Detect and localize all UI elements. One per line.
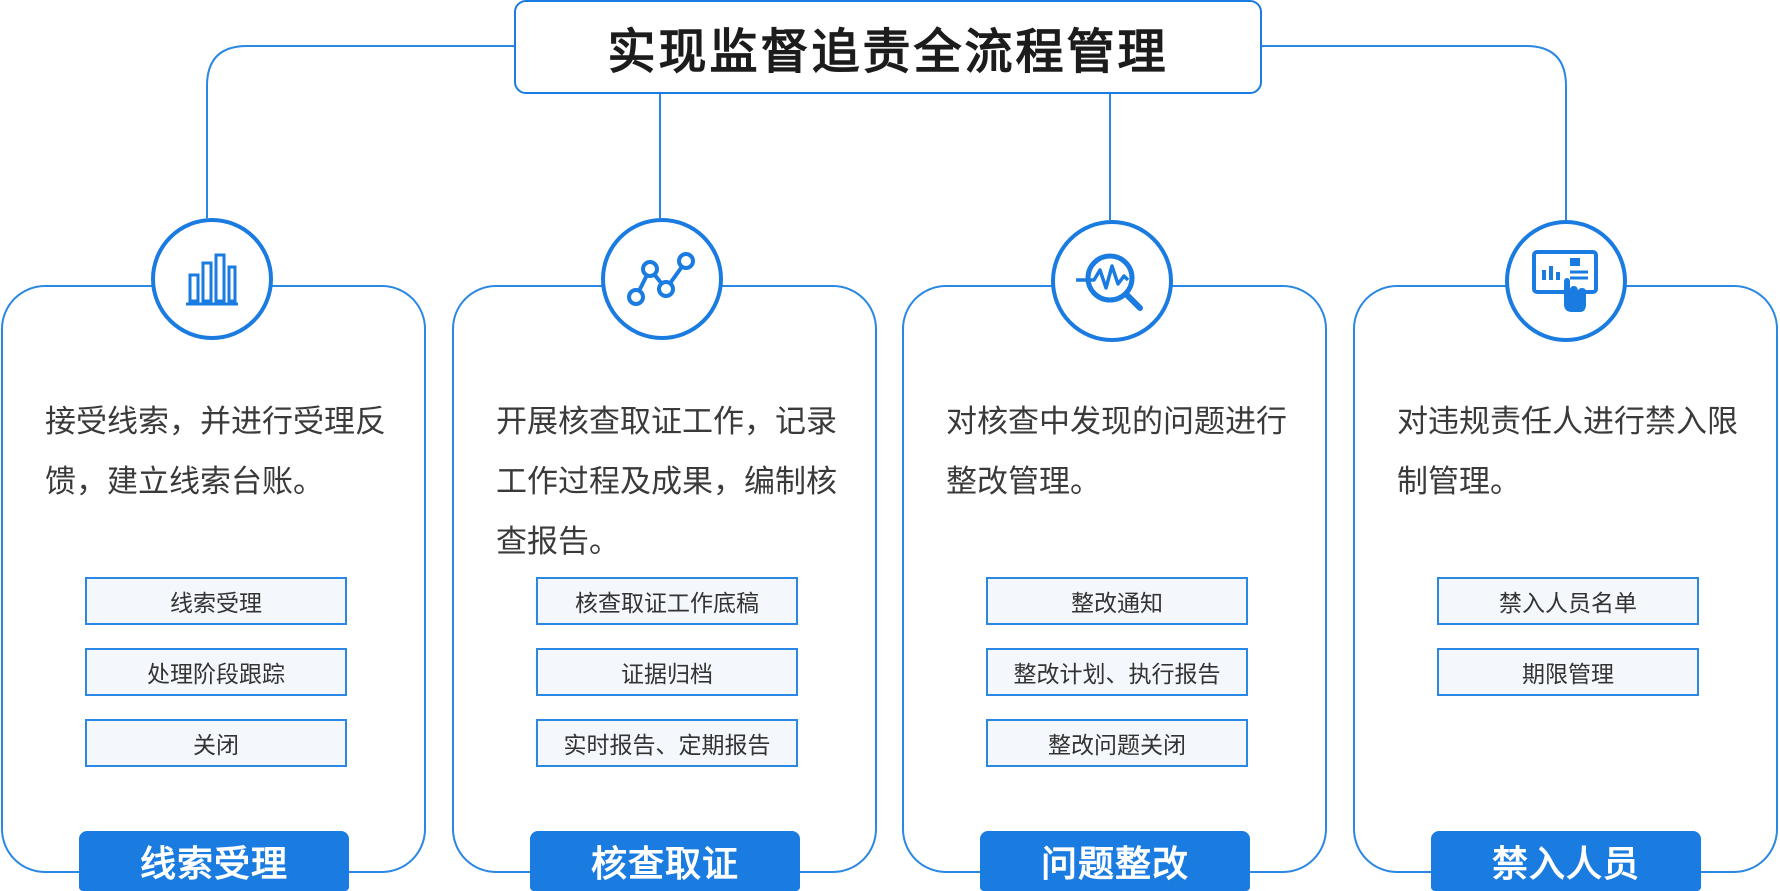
card-description: 开展核查取证工作，记录工作过程及成果，编制核查报告。 xyxy=(496,404,837,560)
page-title: 实现监督追责全流程管理 xyxy=(607,24,1169,80)
card-rectification: 对核查中发现的问题进行整改管理。 整改通知 整改计划、执行报告 整改问题关闭 问… xyxy=(902,285,1327,891)
card-item-list: 线索受理 处理阶段跟踪 关闭 xyxy=(85,577,347,790)
card-item[interactable]: 证据归档 xyxy=(536,648,798,696)
line-nodes-icon xyxy=(601,218,723,340)
card-item[interactable]: 整改计划、执行报告 xyxy=(986,648,1248,696)
card-item[interactable]: 线索受理 xyxy=(85,577,347,625)
card-label-button[interactable]: 禁入人员 xyxy=(1431,831,1701,891)
card-item-list: 核查取证工作底稿 证据归档 实时报告、定期报告 xyxy=(536,577,798,790)
card-item[interactable]: 关闭 xyxy=(85,719,347,767)
card-prohibited-persons: 对违规责任人进行禁入限制管理。 禁入人员名单 期限管理 禁入人员 xyxy=(1353,285,1778,891)
magnifier-pulse-icon xyxy=(1051,220,1173,342)
card-item-list: 整改通知 整改计划、执行报告 整改问题关闭 xyxy=(986,577,1248,790)
card-item[interactable]: 核查取证工作底稿 xyxy=(536,577,798,625)
touch-dashboard-icon xyxy=(1505,220,1627,342)
title-box: 实现监督追责全流程管理 xyxy=(514,0,1262,94)
bar-chart-icon xyxy=(151,218,273,340)
card-description: 对核查中发现的问题进行整改管理。 xyxy=(946,404,1287,500)
card-description: 接受线索，并进行受理反馈，建立线索台账。 xyxy=(45,404,386,500)
card-item[interactable]: 禁入人员名单 xyxy=(1437,577,1699,625)
card-clue-acceptance: 接受线索，并进行受理反馈，建立线索台账。 线索受理 处理阶段跟踪 关闭 线索受理 xyxy=(1,285,426,891)
card-label-button[interactable]: 核查取证 xyxy=(530,831,800,891)
card-item[interactable]: 实时报告、定期报告 xyxy=(536,719,798,767)
card-description: 对违规责任人进行禁入限制管理。 xyxy=(1397,404,1738,500)
connector-line-1 xyxy=(206,45,514,218)
card-item-list: 禁入人员名单 期限管理 xyxy=(1437,577,1699,719)
card-item[interactable]: 整改问题关闭 xyxy=(986,719,1248,767)
card-label-button[interactable]: 线索受理 xyxy=(79,831,349,891)
card-item[interactable]: 处理阶段跟踪 xyxy=(85,648,347,696)
card-item[interactable]: 期限管理 xyxy=(1437,648,1699,696)
card-verification: 开展核查取证工作，记录工作过程及成果，编制核查报告。 核查取证工作底稿 证据归档… xyxy=(452,285,877,891)
card-label-button[interactable]: 问题整改 xyxy=(980,831,1250,891)
card-item[interactable]: 整改通知 xyxy=(986,577,1248,625)
connector-line-4 xyxy=(1262,45,1567,220)
